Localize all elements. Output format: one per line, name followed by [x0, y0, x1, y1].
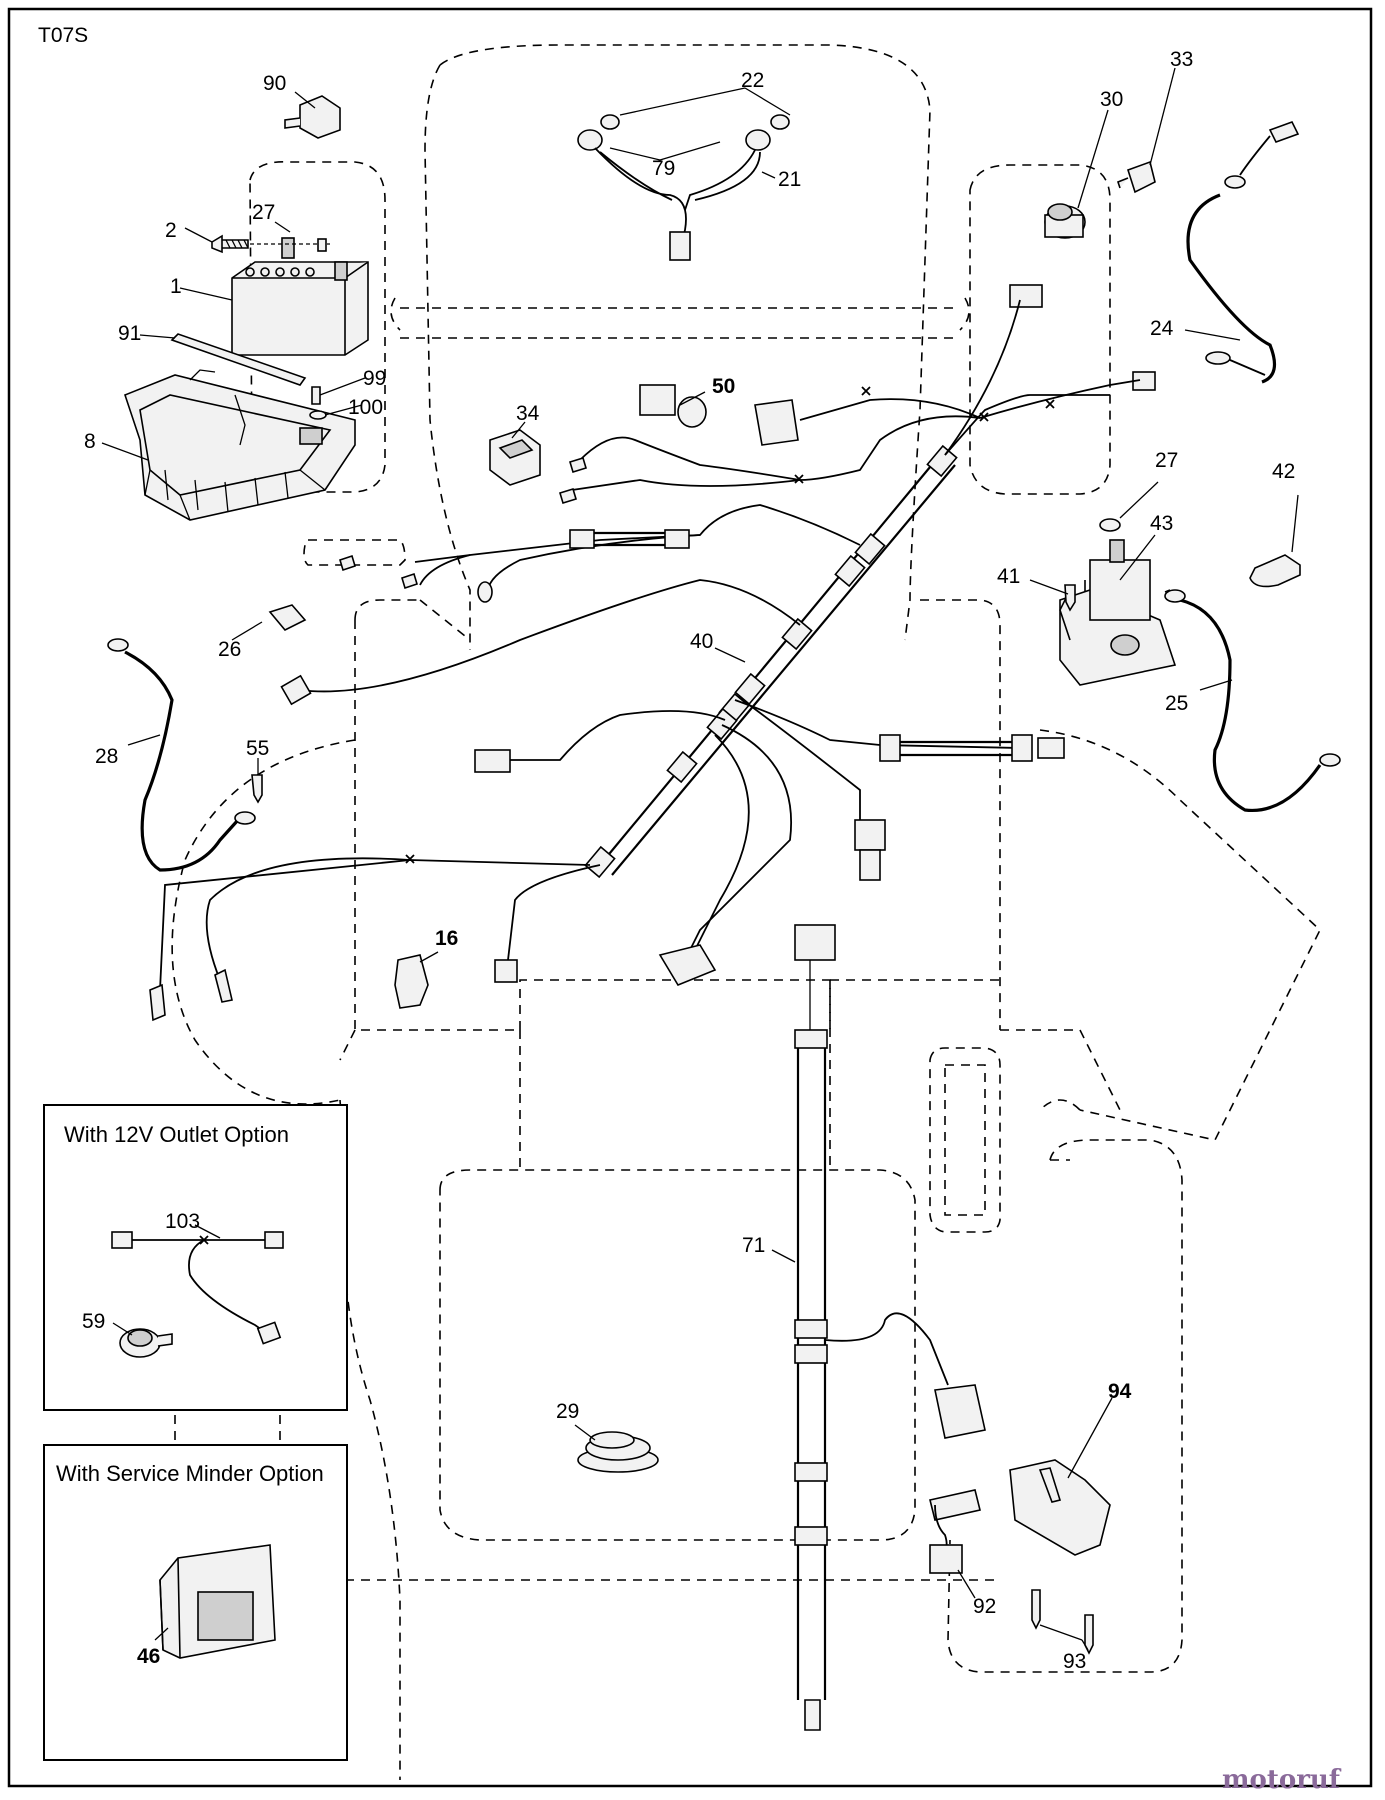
- main-harness: [159, 299, 1141, 991]
- callout-8: 8: [84, 430, 96, 453]
- callout-22: 22: [741, 69, 764, 92]
- callout-42: 42: [1272, 460, 1295, 483]
- inset-service-minder: With Service Minder Option: [43, 1444, 348, 1761]
- battery-cable-28: [107, 638, 256, 872]
- callout-99: 99: [363, 367, 386, 390]
- callout-33: 33: [1170, 48, 1193, 71]
- inset-12v-title: With 12V Outlet Option: [64, 1122, 289, 1147]
- plug-part-90: [284, 95, 341, 139]
- callout-41: 41: [997, 565, 1020, 588]
- callout-24: 24: [1150, 317, 1174, 340]
- callout-91: 91: [118, 322, 141, 345]
- callout-30: 30: [1100, 88, 1123, 111]
- callout-46: 46: [137, 1645, 160, 1668]
- callout-1: 1: [170, 275, 182, 298]
- relay: [394, 954, 429, 1009]
- callout-27-right: 27: [1155, 449, 1178, 472]
- callout-26: 26: [218, 638, 241, 661]
- rocker-switch: [489, 429, 541, 486]
- callout-94: 94: [1108, 1380, 1132, 1403]
- starter-solenoid-group: [1059, 518, 1341, 813]
- battery-group: [124, 234, 369, 521]
- hold-down-strap: [170, 333, 307, 386]
- callout-59: 59: [82, 1310, 105, 1333]
- callout-93: 93: [1063, 1650, 1086, 1673]
- callout-16: 16: [435, 927, 458, 950]
- module-plate: [754, 399, 799, 446]
- headlight-harness: [577, 114, 790, 261]
- callout-50: 50: [712, 375, 735, 398]
- callout-28: 28: [95, 745, 118, 768]
- callout-55: 55: [246, 737, 269, 760]
- fuse: [268, 604, 307, 631]
- terminals: [339, 456, 587, 603]
- diagram-code: T07S: [38, 24, 88, 47]
- watermark-logo: motoruf: [1222, 1765, 1342, 1795]
- callout-100: 100: [348, 396, 383, 419]
- battery-cable-24: [1186, 121, 1300, 384]
- ignition-switch: [1044, 203, 1086, 239]
- callout-labels: 90 22 33 30 79 21 27 2 1 91 99 100 8 50 …: [82, 48, 1295, 1673]
- ground-terminals: [149, 968, 233, 1022]
- connector: [1009, 284, 1043, 308]
- inset-12v-outlet: With 12V Outlet Option: [43, 1104, 348, 1411]
- callout-43: 43: [1150, 512, 1173, 535]
- grommet: [577, 1431, 659, 1473]
- callout-29: 29: [556, 1400, 579, 1423]
- hour-meter: [639, 384, 707, 428]
- callout-90: 90: [263, 72, 286, 95]
- callout-21: 21: [778, 168, 801, 191]
- service-module-group: [929, 1459, 1111, 1655]
- callout-40: 40: [690, 630, 713, 653]
- tractor-outline: [171, 44, 1321, 1780]
- callout-103: 103: [165, 1210, 200, 1233]
- screw: [251, 774, 263, 804]
- callout-27-top: 27: [252, 201, 275, 224]
- leader-lines: [101, 67, 1299, 1651]
- inset-service-title: With Service Minder Option: [56, 1461, 324, 1486]
- callout-25: 25: [1165, 692, 1188, 715]
- callout-79: 79: [652, 157, 675, 180]
- bolt: [211, 234, 249, 254]
- callout-34: 34: [516, 402, 540, 425]
- ignition-key: [1117, 160, 1156, 194]
- callout-92: 92: [973, 1595, 996, 1618]
- callout-71: 71: [742, 1234, 765, 1257]
- diagram-frame: [7, 7, 1373, 1788]
- rear-harness: [794, 924, 986, 1731]
- callout-2: 2: [165, 219, 177, 242]
